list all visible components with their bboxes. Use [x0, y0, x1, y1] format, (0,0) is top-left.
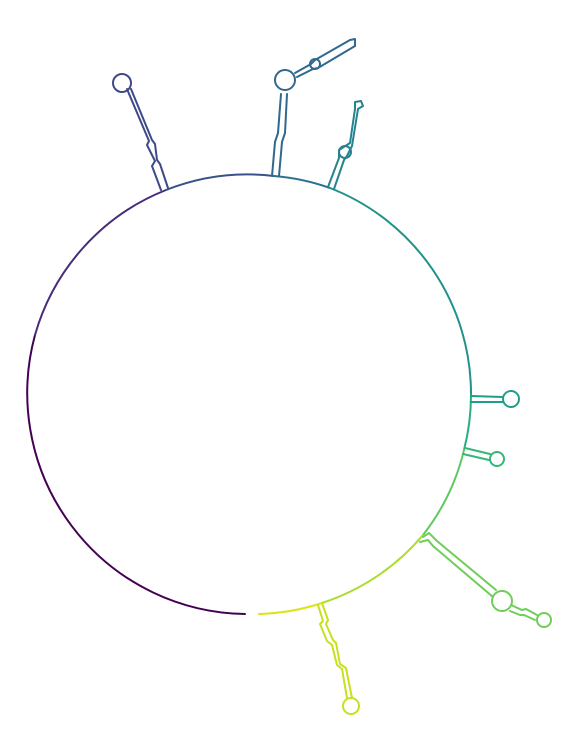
hairpin-stem-3 — [327, 100, 364, 190]
backbone-arc-9 — [258, 602, 323, 615]
backbone-arc-1 — [26, 334, 246, 615]
hairpin-stem-2 — [271, 38, 356, 177]
hairpin-stem-6 — [419, 532, 552, 628]
hairpin-stem-5 — [462, 447, 505, 467]
hairpin-loop-4 — [502, 390, 520, 408]
hairpin-stem-7 — [317, 602, 360, 715]
backbone-arc-8 — [321, 534, 424, 604]
hairpin-stem-4 — [470, 390, 520, 408]
backbone-arc-3 — [165, 173, 275, 191]
backbone-ring — [26, 173, 473, 615]
hairpin-cap-2 — [349, 38, 356, 47]
hairpin-loop-7 — [342, 697, 360, 715]
backbone-arc-2 — [34, 189, 167, 336]
hairpin-stem-1 — [112, 73, 169, 191]
hairpin-loop-2 — [274, 69, 296, 91]
hairpin-loop-5 — [489, 451, 505, 467]
backbone-arc-5 — [329, 187, 473, 396]
interior-loop-3 — [338, 145, 352, 159]
hairpin-cap-3 — [354, 100, 364, 110]
backbone-arc-6 — [463, 394, 472, 451]
hairpin-loop-6 — [491, 590, 513, 612]
backbone-arc-7 — [422, 449, 465, 536]
hairpin-loop-1 — [112, 73, 132, 93]
hairpin-loop-6b — [536, 612, 552, 628]
backbone-arc-4 — [273, 175, 331, 189]
interior-loop-2a — [309, 58, 321, 70]
